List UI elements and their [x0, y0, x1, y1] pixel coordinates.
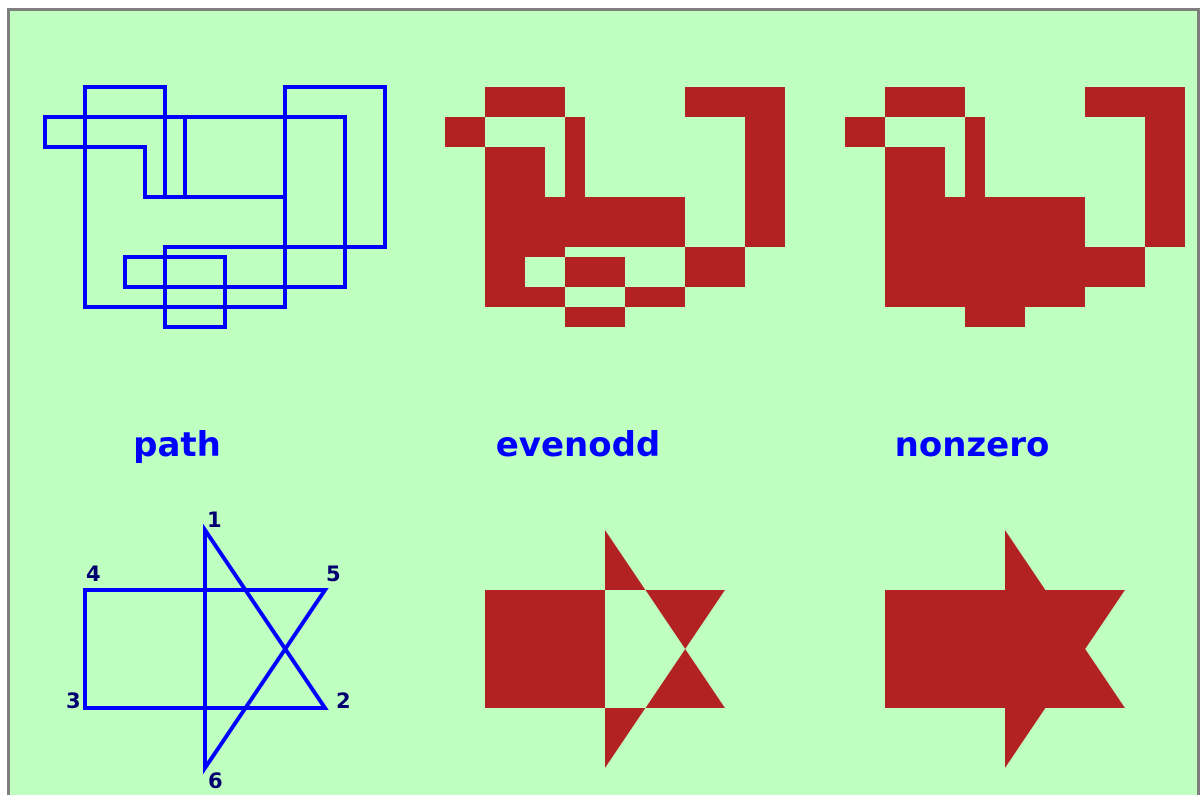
- caption-nonzero: nonzero: [894, 425, 1050, 465]
- rect-nonzero-fill: [845, 87, 1185, 327]
- rect-path-outline: [43, 85, 387, 329]
- star-vertex-label-5: 5: [326, 562, 341, 586]
- caption-evenodd: evenodd: [495, 425, 661, 465]
- rect-evenodd-fill: [445, 87, 785, 327]
- fill-rule-figure: path evenodd nonzero 1 2 3 4 5 6: [7, 8, 1200, 795]
- caption-path: path: [133, 425, 221, 465]
- star-vertex-label-4: 4: [86, 562, 101, 586]
- star-nonzero-fill: [885, 530, 1125, 768]
- star-evenodd-fill: [485, 530, 725, 768]
- star-path-outline: [83, 523, 329, 775]
- star-vertex-label-2: 2: [336, 689, 351, 713]
- star-vertex-label-3: 3: [66, 689, 81, 713]
- star-vertex-label-1: 1: [207, 508, 222, 532]
- star-vertex-label-6: 6: [208, 769, 223, 793]
